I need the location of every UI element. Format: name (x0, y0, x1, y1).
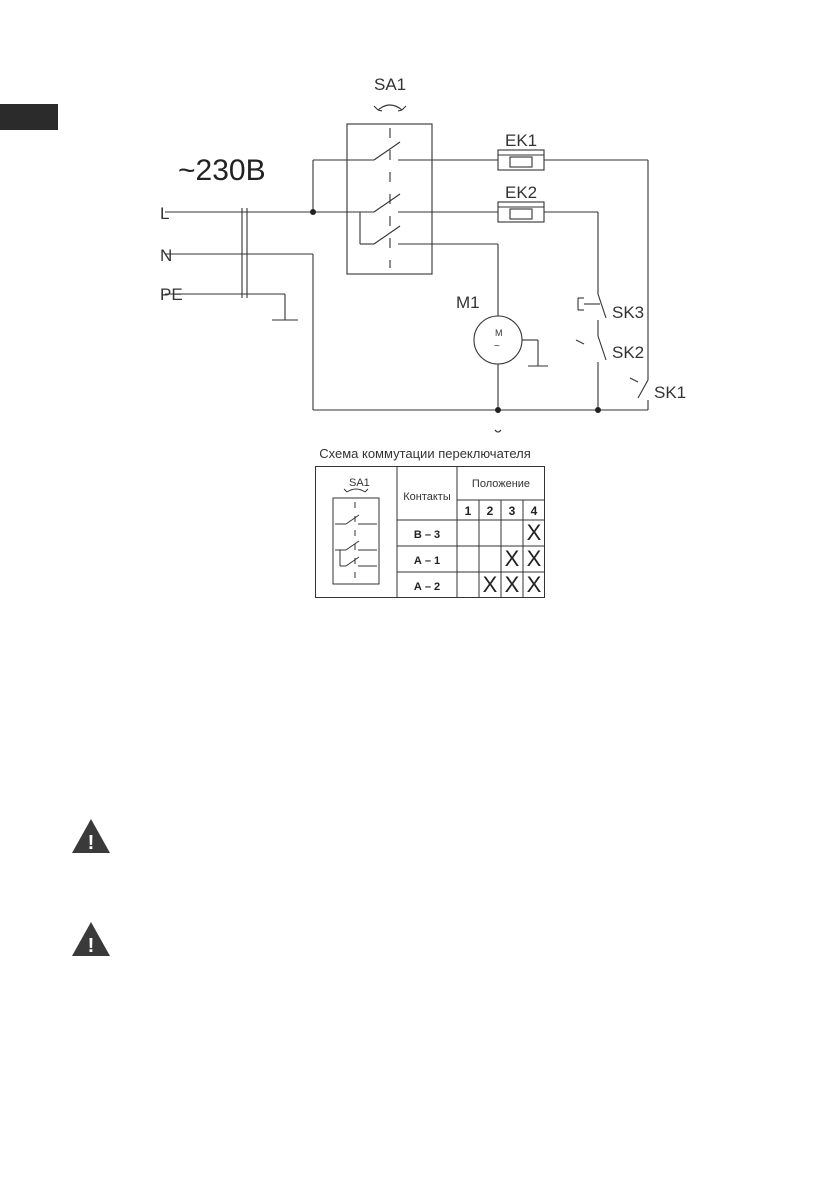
table-caption: Схема коммутации переключателя (319, 446, 531, 461)
warning-symbol: ! (88, 935, 95, 957)
voltage-label: ~230В (178, 154, 266, 187)
position-header: Положение (472, 478, 530, 490)
sk1-label: SK1 (654, 383, 686, 402)
closed-mark: X (483, 572, 498, 597)
line-label-n: N (160, 246, 172, 265)
position-3: 3 (509, 504, 516, 518)
closed-mark: X (505, 546, 520, 571)
table-sa1-label: SA1 (349, 477, 370, 489)
closed-mark: X (527, 572, 542, 597)
line-label-l: L (160, 204, 169, 223)
closed-mark: X (527, 520, 542, 545)
contacts-header: Контакты (403, 491, 451, 503)
motor-symbol-m: M (495, 328, 503, 338)
line-label-pe: PE (160, 285, 183, 304)
position-1: 1 (465, 504, 472, 518)
sa1-label: SA1 (374, 75, 406, 94)
contact-row-label: В – 3 (414, 529, 440, 541)
switch-commutation-table: SA1 Контакты Положение 1 2 3 4 В – 3 А –… (315, 466, 545, 598)
position-4: 4 (531, 504, 538, 518)
closed-mark: X (505, 572, 520, 597)
closed-mark: X (527, 546, 542, 571)
motor-symbol-ac: ~ (494, 341, 500, 352)
sk2-label: SK2 (612, 343, 644, 362)
warning-icon: ! (72, 819, 110, 854)
ek2-label: EK2 (505, 183, 537, 202)
warning-symbol: ! (88, 832, 95, 854)
ek1-label: EK1 (505, 131, 537, 150)
contact-row-label: А – 2 (414, 581, 440, 593)
warning-icon: ! (72, 922, 110, 957)
wiring-schematic: ~230В L N PE SA1 EK1 EK2 M1 M ~ SK3 SK2 … (160, 75, 686, 433)
page-tab-marker (0, 104, 58, 130)
contact-row-label: А – 1 (414, 555, 440, 567)
position-2: 2 (487, 504, 494, 518)
m1-label: M1 (456, 293, 480, 312)
sk3-label: SK3 (612, 303, 644, 322)
